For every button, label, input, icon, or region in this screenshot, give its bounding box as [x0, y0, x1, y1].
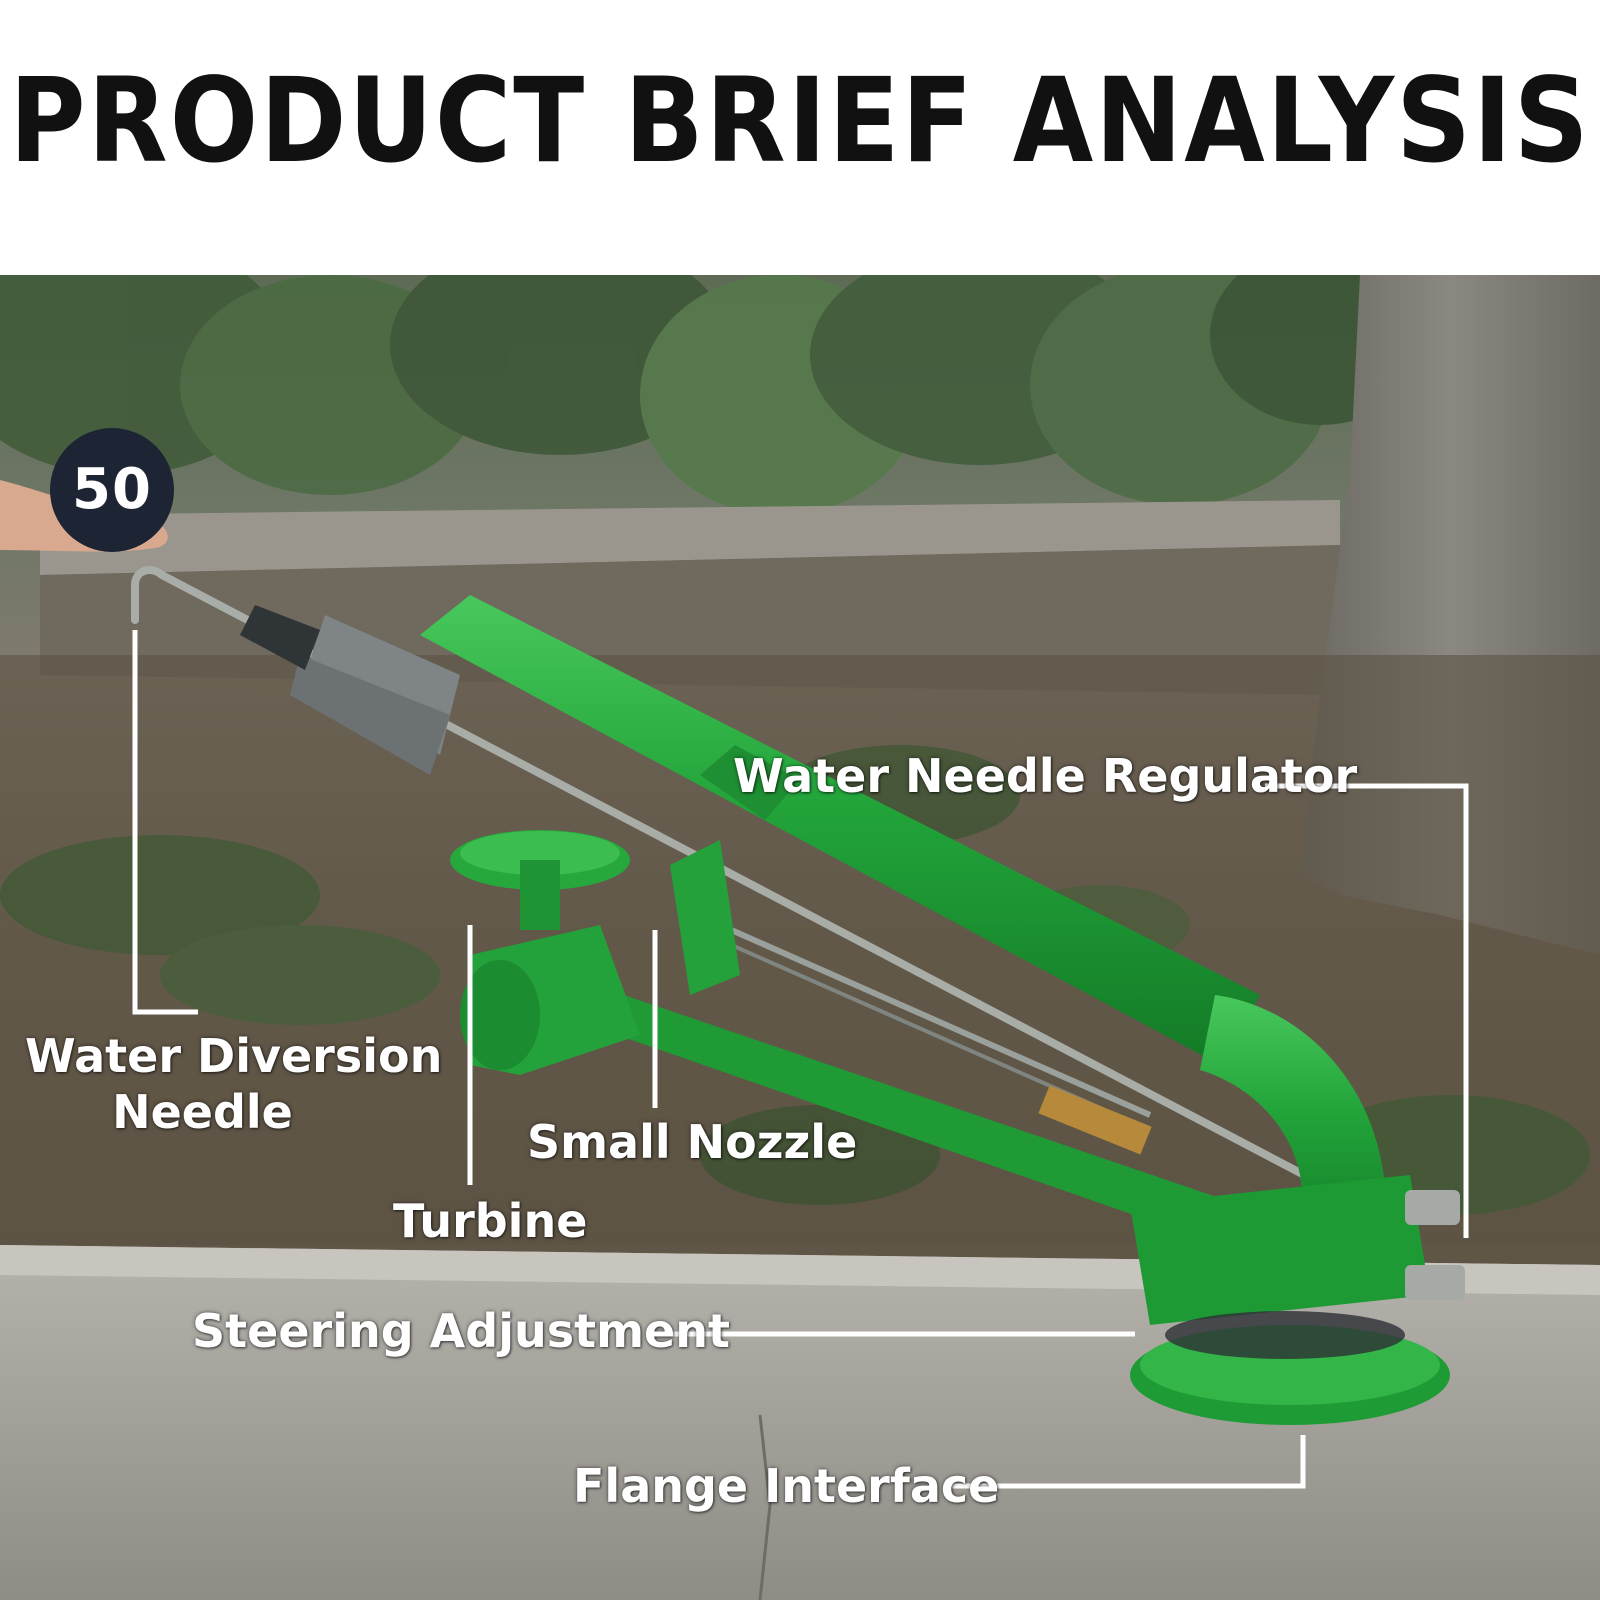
leader-water-diversion-needle: [132, 630, 198, 1015]
callout-water-needle-regulator: Water Needle Regulator: [733, 749, 1358, 803]
callout-turbine: Turbine: [393, 1194, 588, 1248]
callout-water-diversion-needle-line2: Needle: [112, 1085, 293, 1139]
callout-flange-interface: Flange Interface: [573, 1459, 1000, 1513]
page-title: PRODUCT BRIEF ANALYSIS: [9, 52, 1591, 190]
callout-steering-adjustment: Steering Adjustment: [192, 1304, 730, 1358]
grass-patches: [0, 745, 1590, 1215]
callout-small-nozzle: Small Nozzle: [527, 1115, 858, 1169]
leader-flange-interface: [952, 1435, 1306, 1489]
size-badge: 50: [50, 428, 174, 552]
callout-water-diversion-needle: Water Diversion Needle: [25, 1028, 443, 1140]
leader-water-needle-regulator: [1265, 783, 1469, 1238]
callout-water-diversion-needle-line1: Water Diversion: [25, 1029, 443, 1083]
